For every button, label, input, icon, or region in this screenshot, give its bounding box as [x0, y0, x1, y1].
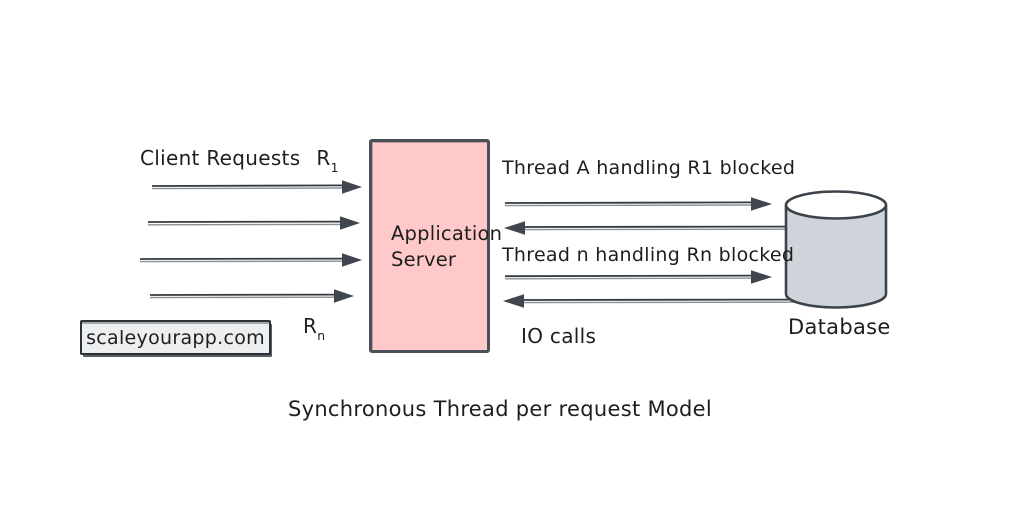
client-request-arrow-4 — [149, 289, 354, 303]
thread-n-response-arrow — [503, 294, 796, 308]
thread-n-blocked-label: Thread n handling Rn blocked — [502, 244, 795, 266]
io-calls-label: IO calls — [521, 324, 597, 348]
database-label: Database — [788, 315, 891, 339]
request-rn-subscript: n — [317, 327, 326, 343]
thread-n-request-arrow — [504, 270, 772, 284]
watermark-text: scaleyourapp.com — [86, 326, 265, 349]
diagram-title: Synchronous Thread per request Model — [287, 397, 713, 421]
thread-a-request-arrow — [504, 197, 772, 211]
thread-a-blocked-label: Thread A handling R1 blocked — [502, 157, 796, 179]
client-request-arrow-3 — [139, 253, 362, 267]
client-request-arrow-2 — [147, 216, 360, 230]
client-request-arrow-1 — [151, 180, 362, 194]
request-rn-label: Rn — [303, 314, 326, 343]
watermark-box: scaleyourapp.com — [80, 320, 271, 355]
thread-a-response-arrow — [504, 221, 796, 235]
request-r1-label: R1 — [316, 146, 339, 175]
client-requests-text: Client Requests — [140, 146, 301, 170]
client-requests-label: Client Requests R1 — [140, 146, 339, 175]
request-r1-subscript: 1 — [330, 159, 339, 175]
database-cylinder — [784, 190, 888, 309]
application-server-label: Application Server — [391, 222, 503, 271]
application-server-box: Application Server — [369, 139, 503, 353]
